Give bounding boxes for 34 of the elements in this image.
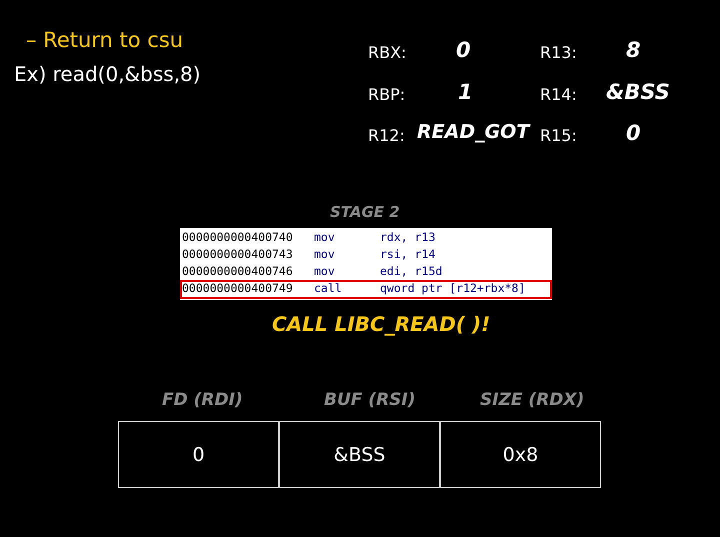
register-name: R14: (540, 85, 577, 104)
operand-text: rdx, r13 (380, 230, 436, 244)
caption-text: CALL LIBC_READ( )! (272, 312, 490, 336)
operand-text: rsi, r14 (380, 247, 436, 261)
instruction-text: mov (314, 264, 335, 278)
instruction-text: call (314, 281, 342, 295)
register-name: RBX: (368, 43, 406, 62)
instruction-text: mov (314, 247, 335, 261)
table-cell: &BSS (279, 421, 440, 488)
register-value: &BSS (606, 80, 670, 104)
example-call-text: Ex) read(0,&bss,8) (14, 62, 201, 86)
register-value: READ_GOT (417, 121, 530, 143)
address-text: 0000000000400749 (182, 281, 293, 295)
column-header: SIZE (RDX) (480, 390, 584, 410)
column-header: FD (RDI) (162, 390, 243, 410)
address-text: 0000000000400743 (182, 247, 293, 261)
column-header: BUF (RSI) (324, 390, 416, 410)
register-value: 8 (626, 38, 641, 62)
register-name: R12: (368, 126, 405, 145)
operand-text: qword ptr [r12+rbx*8] (380, 281, 526, 295)
register-name: R13: (540, 43, 577, 62)
register-name: R15: (540, 126, 577, 145)
table-cell: 0x8 (440, 421, 601, 488)
register-value: 0 (626, 121, 641, 145)
table-cell: 0 (118, 421, 279, 488)
register-value: 1 (458, 80, 473, 104)
address-text: 0000000000400740 (182, 230, 293, 244)
address-text: 0000000000400746 (182, 264, 293, 278)
section-heading: STAGE 2 (330, 203, 400, 221)
slide-heading: – Return to csu (26, 28, 184, 52)
instruction-text: mov (314, 230, 335, 244)
register-value: 0 (456, 38, 471, 62)
register-name: RBP: (368, 85, 406, 104)
operand-text: edi, r15d (380, 264, 442, 278)
